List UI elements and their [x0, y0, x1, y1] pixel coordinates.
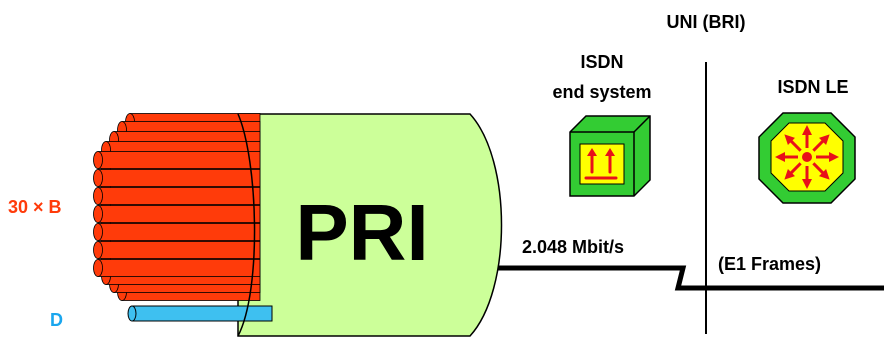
frames-label: (E1 Frames): [718, 254, 821, 274]
exchange-arrowhead: [802, 179, 812, 189]
rate-label: 2.048 Mbit/s: [522, 237, 624, 257]
exchange-arrowhead: [784, 169, 795, 180]
end-system-label-line1: ISDN: [580, 52, 623, 72]
pri-label: PRI: [295, 188, 428, 277]
b-channel-wire: [93, 205, 261, 223]
exchange-arrowhead: [802, 125, 812, 135]
pri-link-line: [460, 265, 884, 291]
d-channel-label: D: [50, 310, 63, 330]
b-channel-wire: [93, 187, 261, 205]
le-label: ISDN LE: [777, 77, 848, 97]
uni-label: UNI (BRI): [667, 12, 746, 32]
b-channel-wire: [93, 223, 261, 241]
b-channel-wire: [93, 169, 261, 187]
exchange-arrowhead: [829, 152, 839, 162]
b-channel-wire: [93, 259, 261, 277]
isdn-end-system-cube-icon: [569, 115, 651, 197]
b-channel-wire: [93, 151, 261, 169]
exchange-arrowhead: [784, 134, 795, 145]
exchange-arrowhead: [819, 134, 830, 145]
isdn-exchange-octagon-icon: [758, 112, 856, 204]
exchange-arrowhead: [775, 152, 785, 162]
pri-cable-mouth: [237, 113, 256, 337]
b-channels-label: 30 × B: [8, 197, 62, 217]
b-channel-bundle: [93, 113, 261, 301]
exchange-arrowhead: [819, 169, 830, 180]
end-system-label-line2: end system: [552, 82, 651, 102]
pri-cable-sheath: [237, 113, 503, 337]
d-channel-wire: [127, 305, 273, 322]
b-channel-wire: [93, 241, 261, 259]
